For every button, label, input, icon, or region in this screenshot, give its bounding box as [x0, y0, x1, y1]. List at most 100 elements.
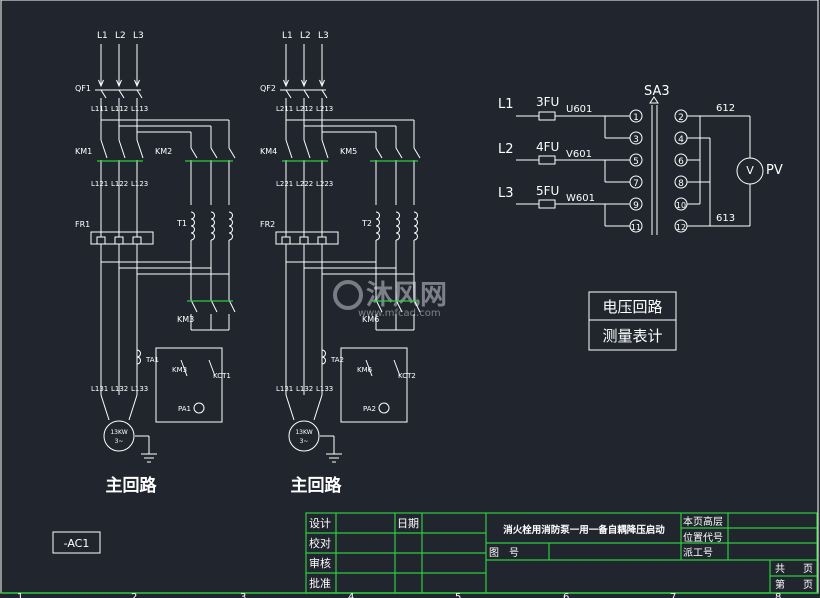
ruler-number-4: 4: [348, 592, 354, 598]
wire: [375, 147, 383, 159]
line-b-label-2: L122: [111, 180, 128, 188]
relay-element: [299, 236, 309, 244]
ammeter-icon: [378, 402, 390, 414]
wire: [180, 359, 188, 377]
arrow-icon: [134, 79, 140, 88]
tag-label: -AC1: [64, 537, 90, 550]
tb-right-label-1: 本页高层: [683, 515, 723, 528]
vm-out-u601: U601: [566, 104, 592, 115]
note-voltage-circuit: 电压回路: [602, 298, 662, 316]
vm-switch-sa3: SA3: [644, 84, 670, 99]
transformer-label: T2: [361, 219, 372, 228]
vm-terminal-10: 10: [676, 201, 686, 210]
title-block: 设计 校对 审核 批准 日期 消火栓用消防泵一用一备自耦降压启动 图 号 本页高…: [305, 512, 818, 594]
vm-terminal-11: 11: [631, 223, 641, 232]
line-a-label-1: L211: [276, 105, 293, 113]
fuse-icon: [538, 155, 556, 165]
tb-role-design: 设计: [309, 517, 331, 530]
ruler-number-7: 7: [670, 592, 676, 598]
transformer-coil-icon: [375, 211, 380, 241]
ruler-number-8: 8: [775, 592, 781, 598]
motor-icon: [288, 420, 320, 452]
ammeter-icon: [193, 402, 205, 414]
ammeter-loop: [155, 347, 223, 423]
line-a-label-3: L113: [131, 105, 148, 113]
wire: [190, 299, 198, 313]
vm-terminal-3: 3: [633, 135, 639, 145]
vm-fuse-4fu: 4FU: [536, 140, 559, 154]
fuse-icon: [538, 111, 556, 121]
fuse-icon: [538, 199, 556, 209]
vm-terminal-2: 2: [678, 113, 684, 123]
ammeter-loop: [340, 347, 408, 423]
tb-drawing-no: 图 号: [489, 547, 519, 559]
motor-rating: 13KW: [110, 429, 127, 436]
wire: [100, 139, 108, 159]
relay-element: [132, 236, 142, 244]
tb-drawing-title: 消火栓用消防泵一用一备自耦降压启动: [503, 524, 665, 536]
transformer-coil-icon: [210, 211, 215, 241]
wire: [321, 139, 329, 159]
vm-out-w601: W601: [566, 193, 595, 204]
circuit-caption: 主回路: [291, 475, 343, 496]
relay-box: [90, 231, 154, 245]
line-c-label-1: L131: [276, 385, 293, 393]
wire: [100, 394, 110, 421]
breaker-label: QF2: [260, 84, 276, 93]
contactor-run-label: KM3: [177, 315, 194, 324]
wire: [375, 299, 383, 313]
motor-phase: 3~: [300, 438, 309, 445]
watermark: 沐风网 www.mfcad.com: [333, 280, 447, 319]
vm-terminal-8: 8: [678, 179, 684, 189]
tb-right-label-3: 派工号: [683, 547, 713, 559]
watermark-brand: 沐风网: [366, 280, 447, 311]
wire: [285, 139, 293, 159]
motor-icon: [103, 420, 135, 452]
terminal-icon: [629, 197, 643, 211]
wire: [395, 299, 403, 313]
line-b-label-1: L221: [276, 180, 293, 188]
contactor-aux-label: KM5: [340, 147, 357, 156]
relay-label: FR2: [260, 220, 275, 229]
motor-rating: 13KW: [295, 429, 312, 436]
vm-wire-612: 612: [716, 103, 735, 114]
contactor-aux-label: KM2: [155, 147, 172, 156]
wire: [136, 139, 144, 159]
ruler-number-6: 6: [563, 592, 569, 598]
breaker-contact: [136, 89, 143, 99]
transformer-coil-icon: [228, 211, 233, 241]
terminal-icon: [629, 153, 643, 167]
wire: [228, 299, 236, 313]
ct-label: TA1: [145, 356, 159, 364]
ct-contact-label: KM6: [357, 366, 373, 374]
relay-element: [96, 236, 106, 244]
vm-fuse-3fu: 3FU: [536, 95, 559, 109]
wire: [313, 394, 323, 421]
phase-label-2: L2: [300, 31, 311, 41]
vm-fuse-5fu: 5FU: [536, 184, 559, 198]
tag-box: [52, 531, 101, 554]
wire: [413, 299, 421, 313]
tb-role-review: 审核: [309, 556, 331, 570]
vm-meter-label: PV: [766, 163, 783, 178]
ammeter-label: PA2: [363, 405, 376, 413]
transformer-coil-icon: [395, 211, 400, 241]
watermark-url: www.mfcad.com: [358, 308, 441, 319]
note-box: 电压回路 测量表计: [588, 291, 677, 351]
breaker-contact: [285, 89, 292, 99]
terminal-icon: [629, 109, 643, 123]
phase-label-1: L1: [282, 31, 293, 41]
tb-total-label: 共: [775, 563, 785, 575]
phase-label-2: L2: [115, 31, 126, 41]
wire: [190, 147, 198, 159]
arrow-icon: [319, 79, 325, 88]
breaker-label: QF1: [75, 84, 91, 93]
line-a-label-2: L112: [111, 105, 128, 113]
wire: [285, 394, 295, 421]
transformer-coil-icon: [190, 211, 195, 241]
relay-label: FR1: [75, 220, 90, 229]
wire: [395, 147, 403, 159]
switch-handle-icon: [649, 96, 659, 104]
